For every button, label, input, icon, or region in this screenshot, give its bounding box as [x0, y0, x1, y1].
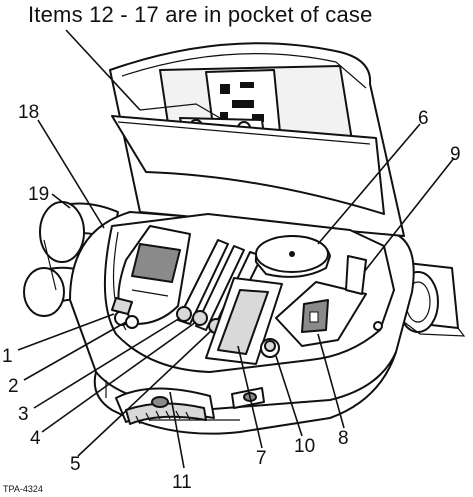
callout-10: 10	[294, 436, 315, 457]
figure-id: TPA-4324	[3, 484, 43, 494]
callout-8: 8	[338, 428, 349, 449]
leader-lines	[17, 29, 455, 469]
callout-4: 4	[30, 428, 41, 449]
callout-3: 3	[18, 404, 29, 425]
callout-11: 11	[172, 472, 192, 493]
callout-1: 1	[2, 346, 13, 367]
case-lid	[109, 42, 405, 237]
callout-9: 9	[450, 144, 461, 165]
clip-device	[275, 281, 367, 347]
callout-labels: 18 19 1 2 3 4 5 7 10 8 6 9 11	[2, 102, 461, 493]
latch	[345, 255, 383, 331]
callout-19: 19	[28, 184, 49, 205]
cylinder-holder	[205, 277, 283, 365]
figure-caption: Items 12 - 17 are in pocket of case	[28, 2, 373, 27]
knob	[260, 338, 280, 358]
front-handle	[115, 387, 265, 425]
callout-18: 18	[18, 102, 39, 123]
callout-5: 5	[70, 454, 81, 475]
callout-2: 2	[8, 376, 19, 397]
round-cap	[254, 235, 331, 278]
callout-6: 6	[418, 108, 429, 129]
callout-7: 7	[256, 448, 267, 469]
